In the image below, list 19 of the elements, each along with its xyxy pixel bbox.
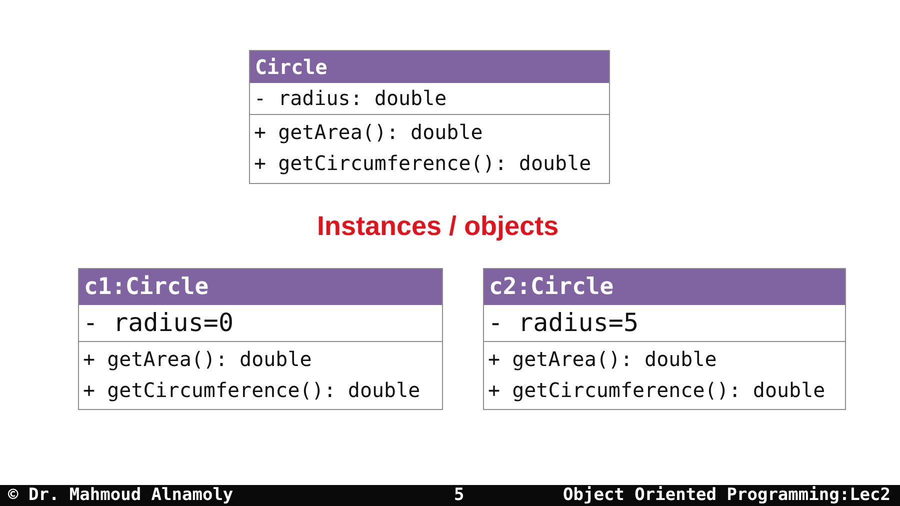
class-name-header: Circle	[250, 51, 609, 83]
method-text: + getCircumference(): double	[83, 377, 420, 404]
method-text: + getArea(): double	[254, 119, 483, 146]
class-box	[249, 50, 610, 184]
class-box	[483, 268, 846, 410]
class-name-header: c1:Circle	[79, 269, 442, 305]
section-heading: Instances / objects	[317, 210, 559, 242]
class-name-header: c2:Circle	[484, 269, 845, 305]
page-number: 5	[454, 485, 464, 506]
author-credit: © Dr. Mahmoud Alnamoly	[8, 485, 234, 506]
attribute-text: - radius: double	[254, 85, 447, 112]
attribute-text: - radius=0	[83, 307, 234, 339]
attribute-text: - radius=5	[488, 307, 639, 339]
method-text: + getCircumference(): double	[488, 377, 826, 404]
method-text: + getArea(): double	[83, 346, 312, 373]
method-text: + getCircumference(): double	[254, 150, 592, 177]
class-box	[78, 268, 443, 410]
lecture-title: Object Oriented Programming:Lec2	[563, 485, 891, 506]
method-text: + getArea(): double	[488, 346, 717, 373]
